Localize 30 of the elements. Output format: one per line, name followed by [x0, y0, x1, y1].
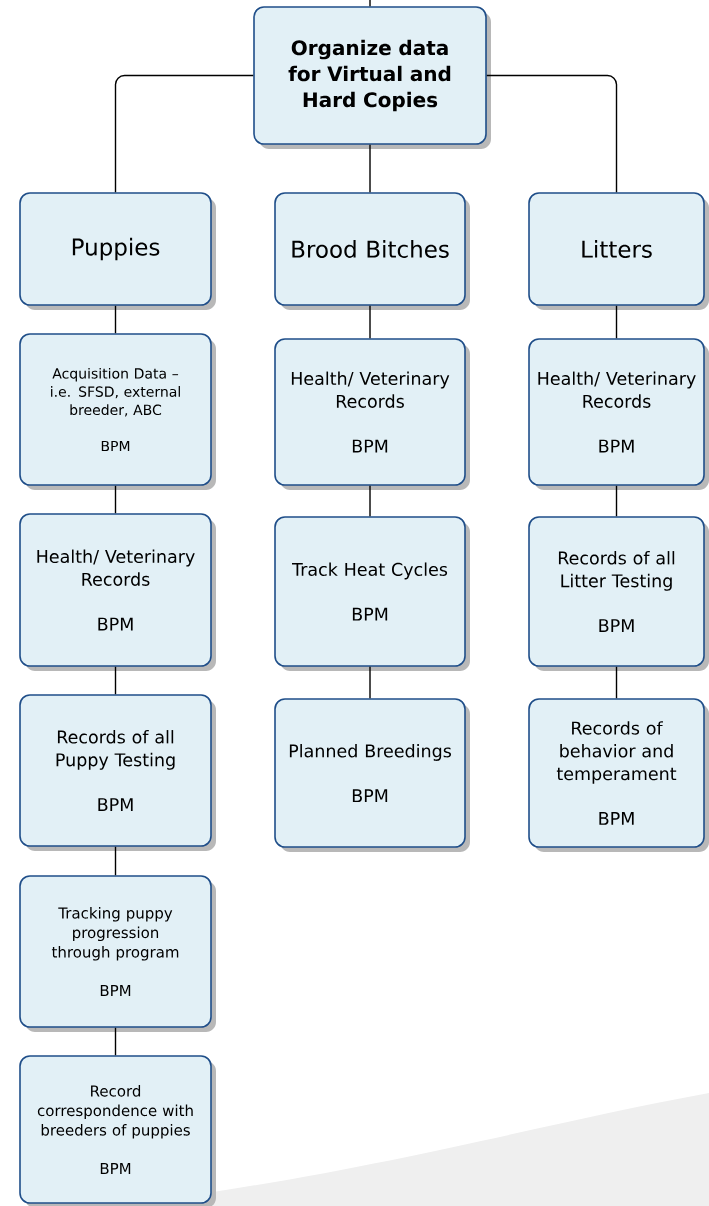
process-box: Records of all Litter Testing BPM	[528, 516, 709, 671]
connector-line	[369, 485, 371, 517]
process-box: Planned Breedings BPM	[274, 698, 470, 852]
process-box: Brood Bitches	[274, 192, 470, 310]
process-box: Litters	[528, 192, 709, 310]
connector-line	[369, 666, 371, 699]
connector-line	[369, 144, 371, 193]
process-box: Tracking puppy progression through program BPM	[19, 875, 216, 1032]
process-box: Records of behavior and temperament BPM	[528, 698, 709, 852]
process-box: Health/ Veterinary Records BPM	[528, 338, 709, 490]
connector-line	[615, 485, 618, 517]
connector-line	[486, 74, 618, 193]
process-box: Track Heat Cycles BPM	[274, 516, 470, 671]
process-box: Record correspondence with breeders of puppies BPM	[19, 1055, 216, 1206]
process-box: Health/ Veterinary Records BPM	[274, 338, 470, 490]
connector-line	[114, 305, 117, 334]
connector-line	[114, 1027, 117, 1056]
process-box: Acquisition Data – i.e. SFSD, external breeder, ABC BPM	[19, 333, 216, 490]
process-box: Organize data for Virtual and Hard Copies	[253, 6, 491, 149]
connector-line	[615, 666, 618, 699]
connector-line	[114, 74, 254, 193]
process-box: Records of all Puppy Testing BPM	[19, 694, 216, 851]
connector-line	[369, 0, 371, 7]
connector-line	[615, 305, 618, 339]
process-box: Health/ Veterinary Records BPM	[19, 513, 216, 671]
connector-line	[114, 666, 117, 695]
connector-line	[114, 485, 117, 514]
connector-line	[369, 305, 371, 339]
process-box: Puppies	[19, 192, 216, 310]
connector-line	[114, 846, 117, 876]
